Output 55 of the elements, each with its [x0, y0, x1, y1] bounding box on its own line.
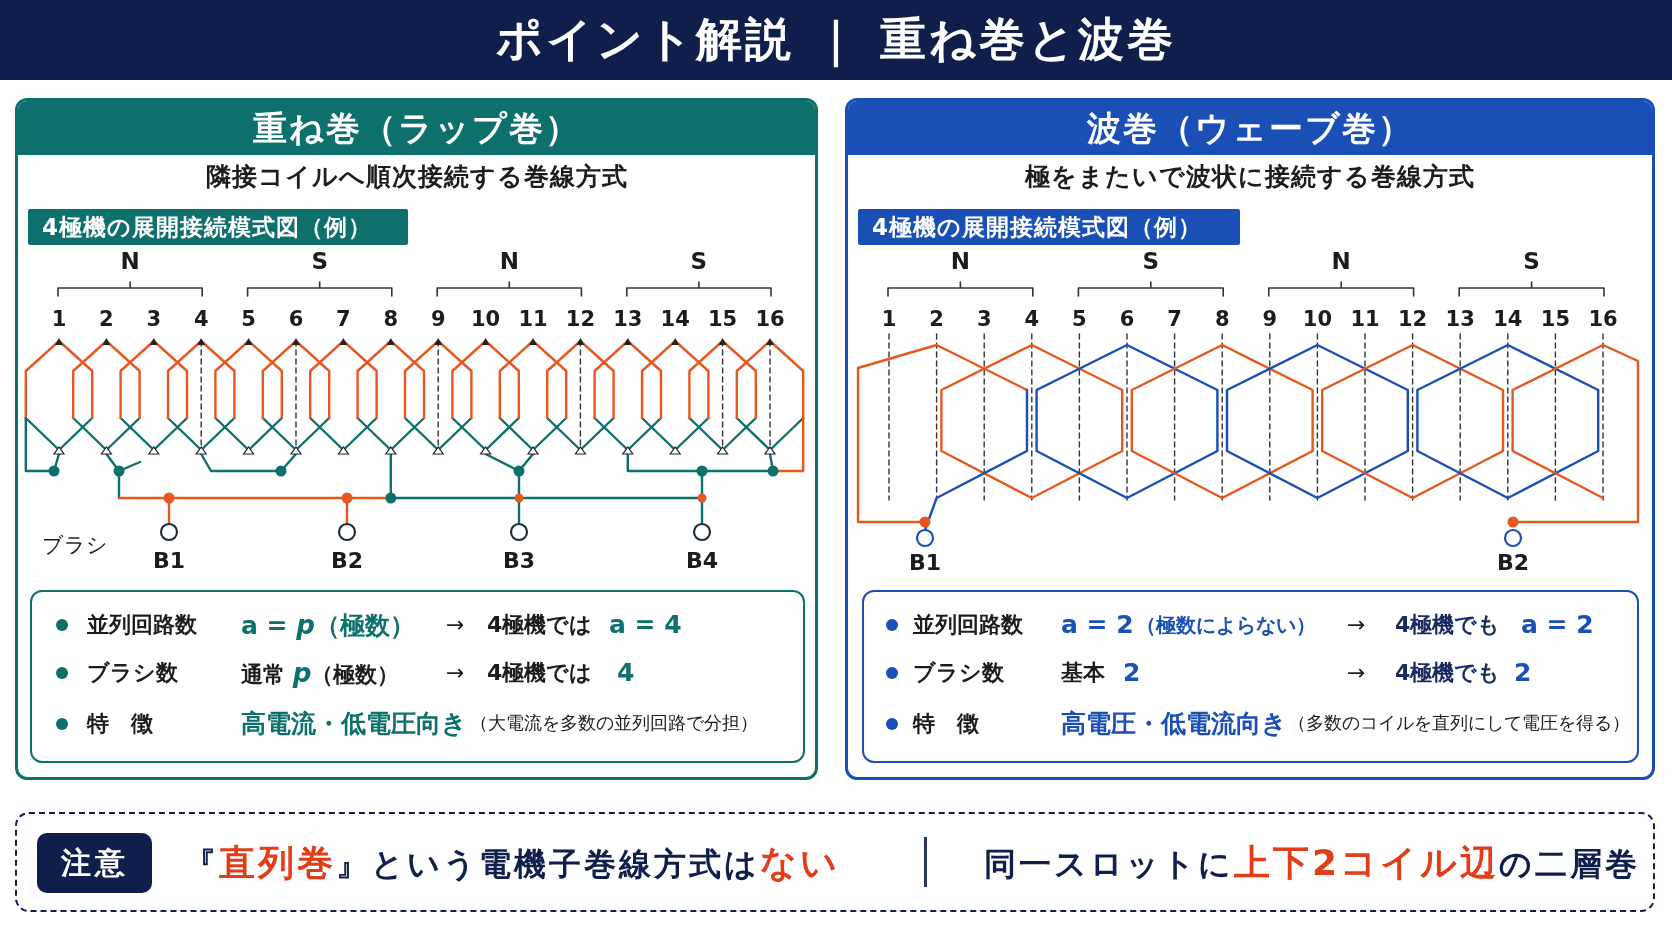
panel-heading: 重ね巻（ラップ巻） [18, 101, 815, 155]
section-tag: 4極機の展開接続模式図（例） [28, 209, 408, 245]
notice-panel [15, 812, 1655, 912]
pole-label: N [1331, 248, 1351, 276]
section-tag: 4極機の展開接続模式図（例） [858, 209, 1240, 245]
value-text: 4極機では [487, 611, 593, 639]
note-text: （多数のコイルを直列にして電圧を得る） [1288, 713, 1630, 735]
row-label: 並列回路数 [87, 611, 197, 639]
brush-label: B1 [152, 547, 186, 575]
value-text: a = p（極数） [241, 608, 415, 642]
notice-badge: 注意 [37, 833, 152, 893]
page-title: ポイント解説 ｜ 重ね巻と波巻 [496, 12, 1176, 68]
value-text: 高電圧・低電流向き [1061, 708, 1287, 740]
arrow-sign: → [446, 611, 465, 639]
value-text: 4 [617, 657, 635, 689]
row-label: 特 徴 [913, 710, 979, 738]
value-note: （極数によらない） [1136, 612, 1316, 638]
notice-text: 『直列巻』という電機子巻線方式はない [184, 840, 840, 885]
arrow-sign: → [1347, 611, 1366, 639]
value-text: 基本 [1061, 659, 1105, 687]
pole-label: S [311, 248, 328, 276]
note-text: （大電流を多数の並列回路で分担） [470, 713, 758, 735]
value-text: a = 4 [609, 609, 682, 641]
panel-heading: 波巻（ウェーブ巻） [848, 101, 1652, 155]
notice-text: 同一スロットに上下2コイル辺の二層巻 [984, 840, 1641, 885]
value-text: 2 [1514, 657, 1532, 689]
pole-label: N [950, 248, 970, 276]
arrow-sign: → [1347, 659, 1366, 687]
result-text: 4極機でも [1395, 659, 1501, 687]
row-label: ブラシ数 [87, 659, 178, 687]
info-panel [30, 590, 805, 763]
row-label: ブラシ数 [913, 659, 1004, 687]
info-panel [862, 590, 1639, 763]
brush-label: B1 [908, 549, 942, 577]
brush-label: B4 [685, 547, 719, 575]
value-text: 高電流・低電圧向き [241, 708, 467, 740]
value-text: 4極機では [487, 659, 593, 687]
pole-label: S [1523, 248, 1540, 276]
panel-subtitle: 極をまたいで波状に接続する巻線方式 [1025, 162, 1475, 192]
value-text: 通常 p（極数） [241, 656, 400, 690]
pole-label: S [1142, 248, 1160, 276]
value-text: 2 [1123, 657, 1141, 689]
brush-label: B3 [502, 547, 536, 575]
result-text: 4極機でも [1395, 611, 1501, 639]
brush-label: B2 [1496, 549, 1530, 577]
brush-label: B2 [330, 547, 364, 575]
row-label: 並列回路数 [913, 611, 1023, 639]
pole-label: S [690, 248, 708, 276]
arrow-sign: → [446, 659, 465, 687]
panel-subtitle: 隣接コイルへ順次接続する巻線方式 [205, 162, 628, 192]
row-label: 特 徴 [87, 710, 153, 738]
value-text: a = 2 [1061, 609, 1134, 641]
pole-label: N [120, 248, 140, 276]
value-text: a = 2 [1521, 609, 1594, 641]
pole-label: N [499, 248, 519, 276]
